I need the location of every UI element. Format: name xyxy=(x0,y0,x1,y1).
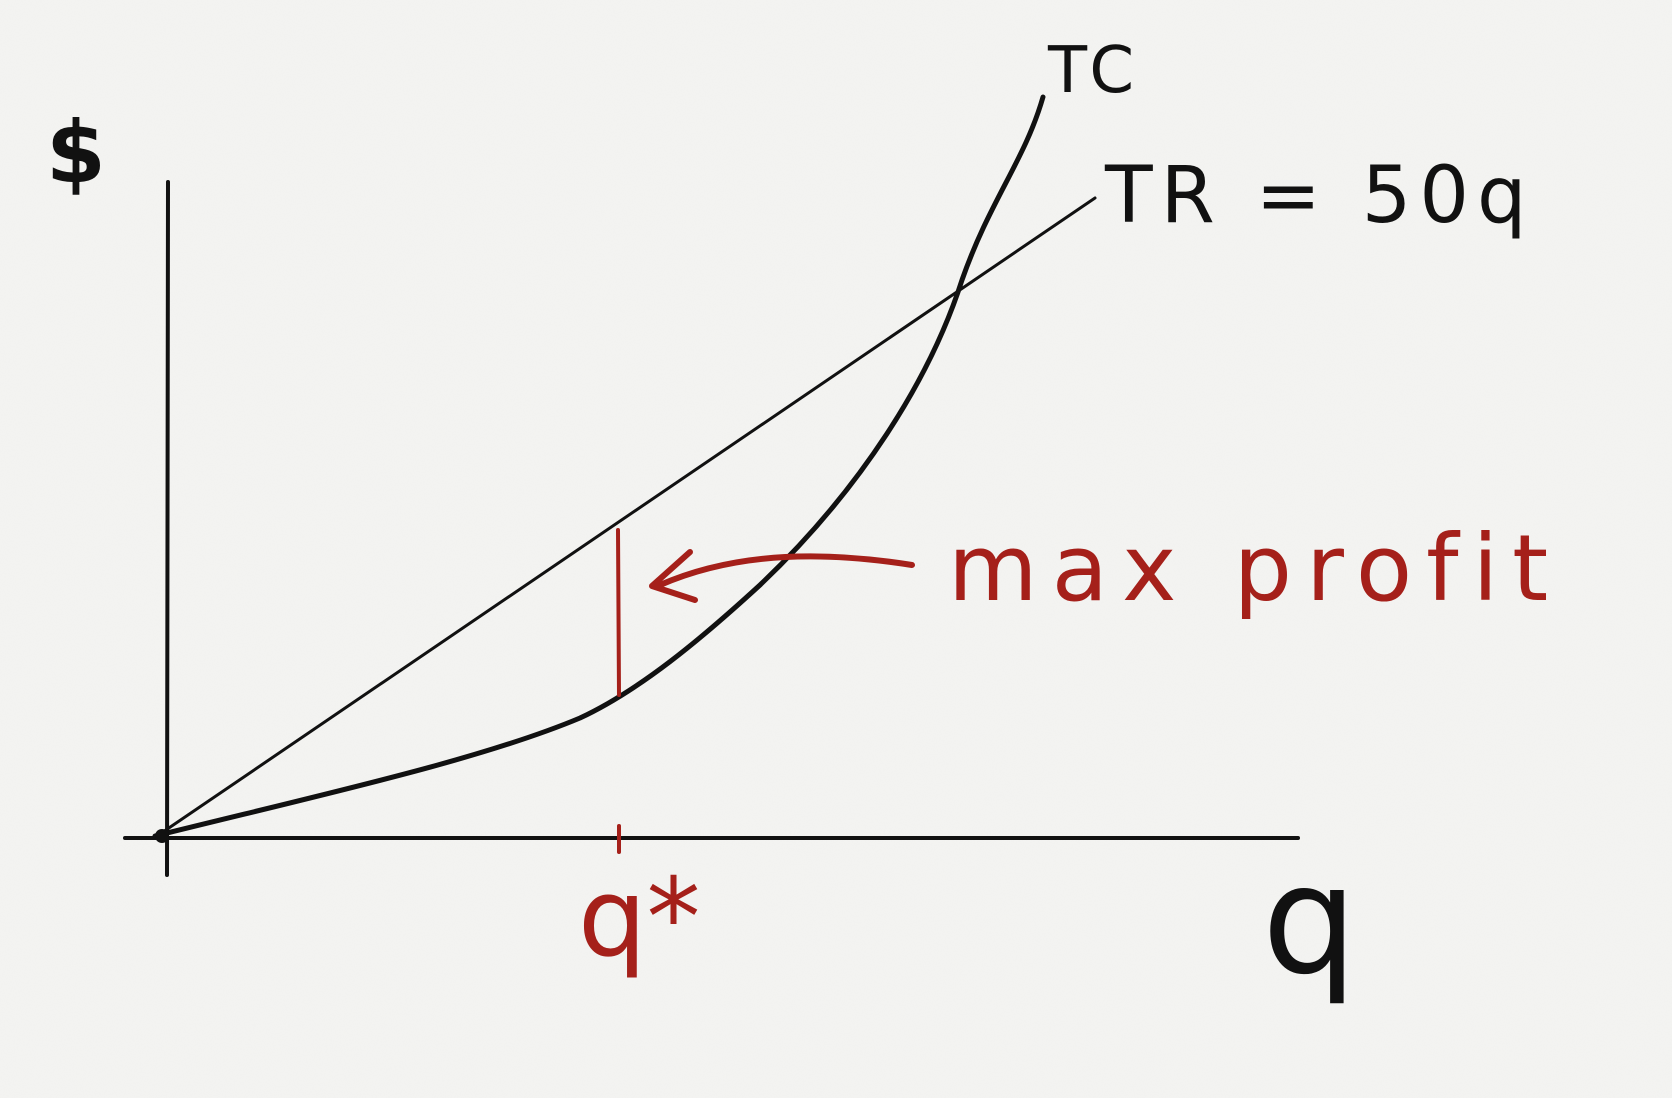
y-axis xyxy=(165,180,170,877)
max-profit-gap-line xyxy=(616,528,621,697)
origin-point xyxy=(155,829,169,843)
tr-line xyxy=(158,196,1097,836)
q-star-label: q* xyxy=(578,856,701,981)
y-axis-label: $ xyxy=(46,103,106,203)
arrow-shaft xyxy=(657,553,915,588)
arrow-head xyxy=(649,549,698,603)
tc-label: TC xyxy=(1047,34,1140,108)
x-axis-label: q xyxy=(1262,834,1357,1008)
tc-curve xyxy=(152,94,1046,839)
max-profit-label: max profit xyxy=(948,515,1562,622)
tr-label: TR = 50q xyxy=(1104,151,1535,241)
